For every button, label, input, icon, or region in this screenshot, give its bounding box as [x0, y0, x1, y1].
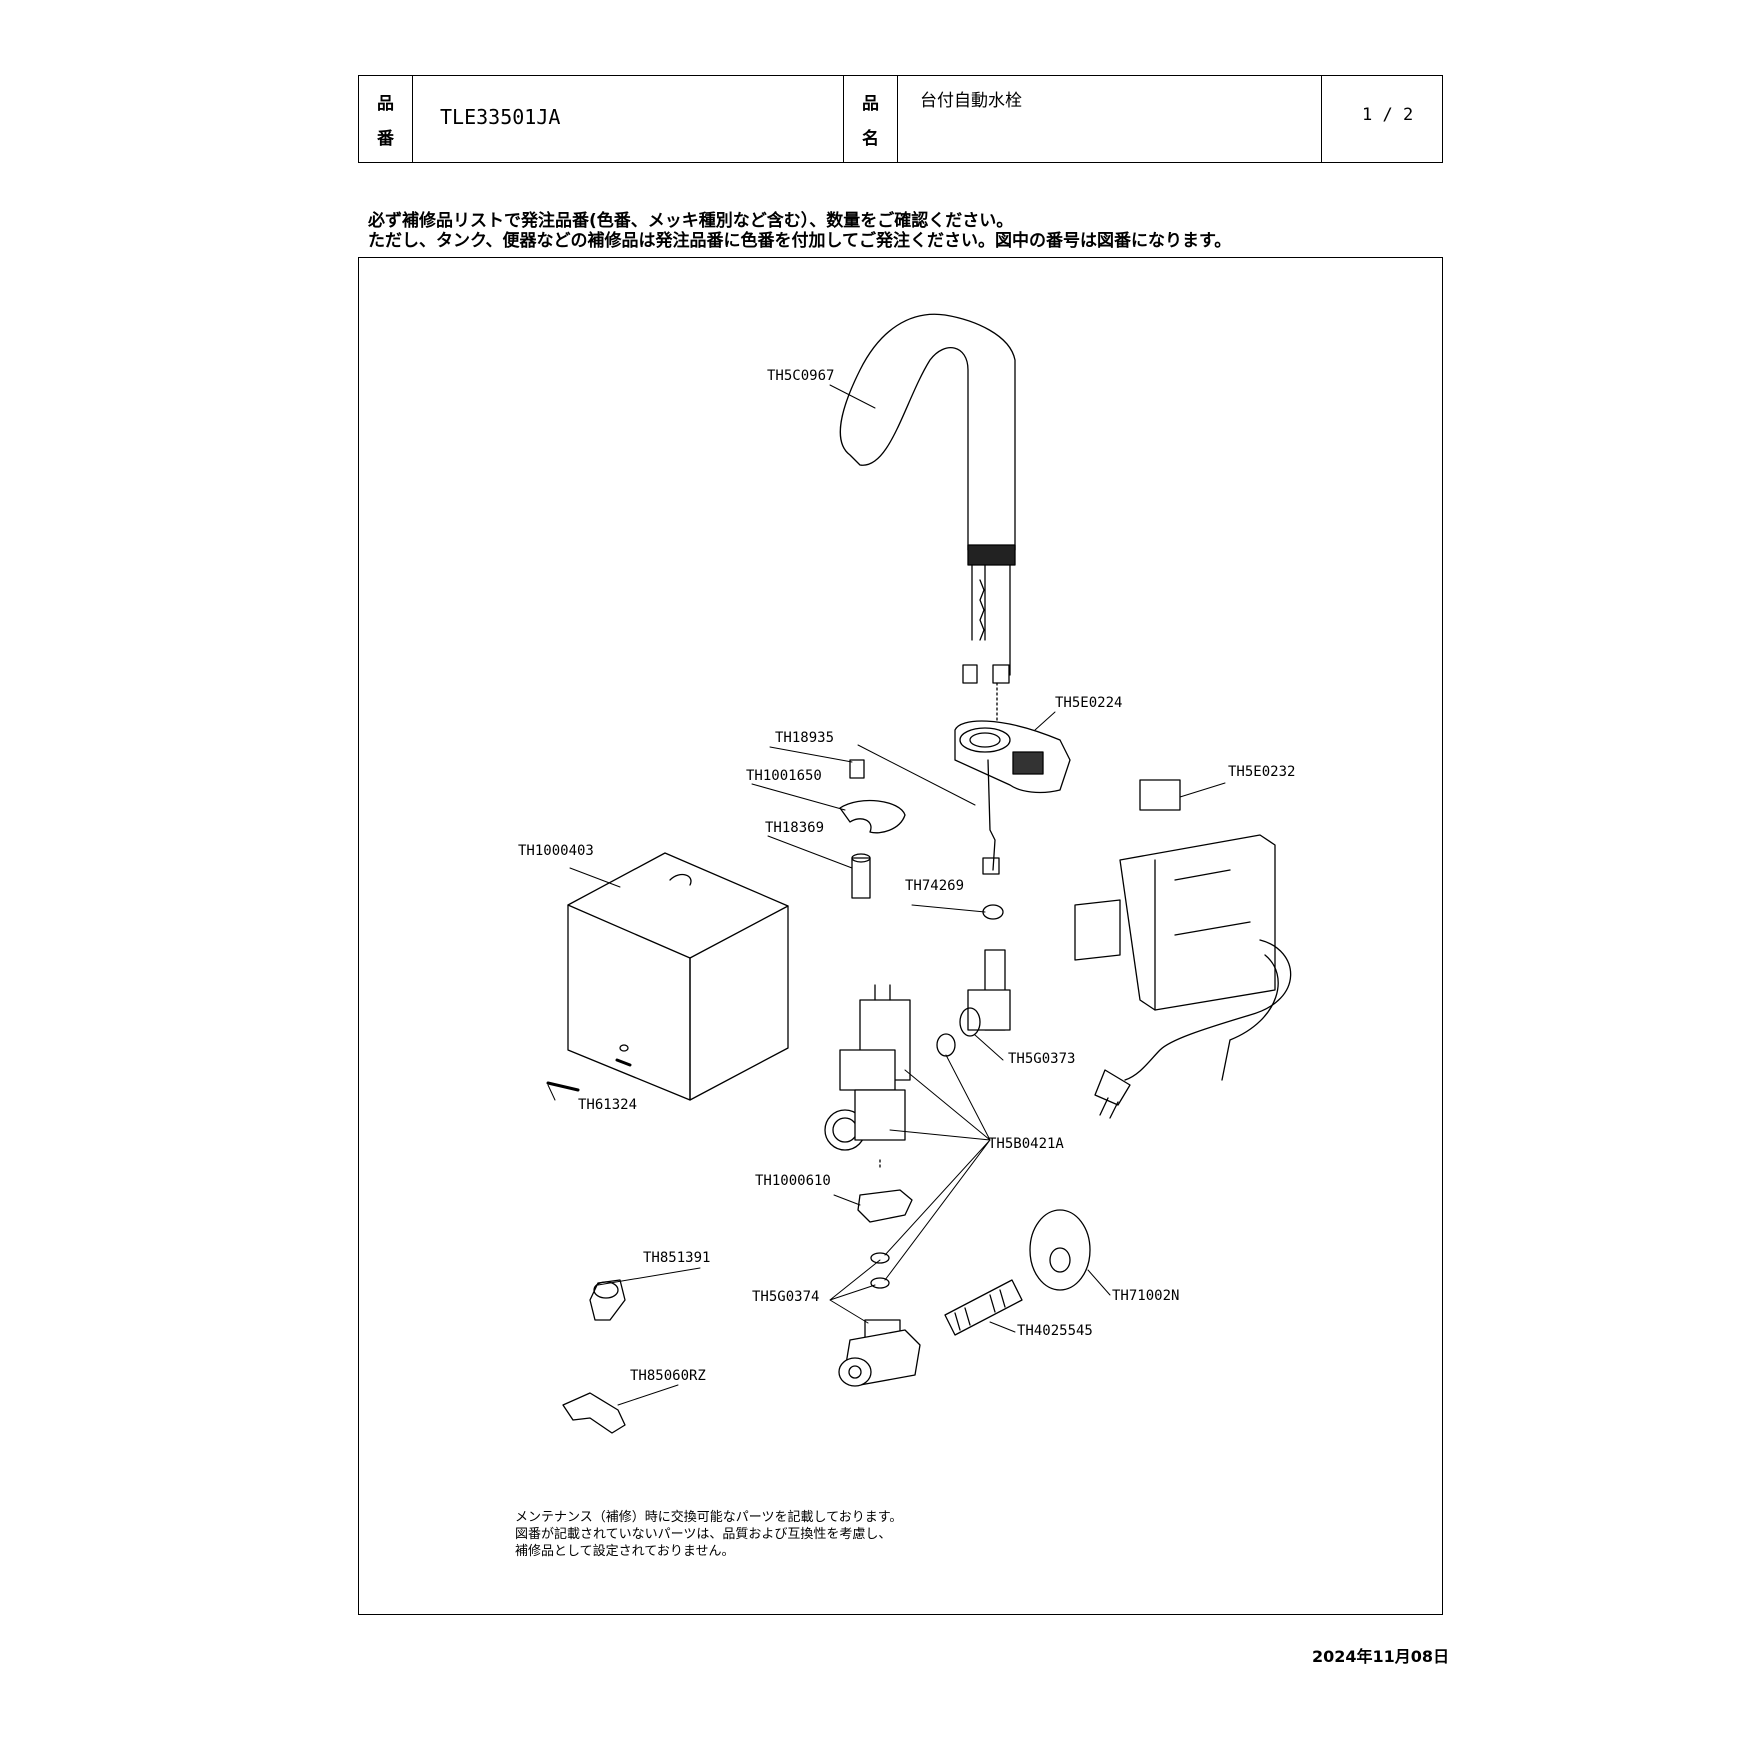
controller-unit-drawing — [1074, 779, 1292, 1119]
page-cell: 1 / 2 — [1322, 76, 1442, 162]
part-number-label: 品 番 — [359, 76, 413, 162]
footnote-line-1: メンテナンス（補修）時に交換可能なパーツを記載しております。 — [515, 1510, 903, 1525]
page-number: 1 / 2 — [1362, 105, 1414, 125]
label-th1001650: TH1001650 — [746, 768, 822, 784]
label-th18935: TH18935 — [775, 730, 834, 746]
product-name: 台付自動水栓 — [920, 91, 1022, 111]
pipe-nipple-drawing — [944, 1279, 1023, 1336]
label-char: 品 — [377, 94, 394, 114]
label-th18369: TH18369 — [765, 820, 824, 836]
small-bushing-drawing — [849, 744, 976, 806]
label-char: 名 — [862, 129, 879, 149]
product-name-cell: 台付自動水栓 — [898, 76, 1322, 162]
leader-lines — [547, 384, 1226, 1406]
o-rings-drawing — [870, 1252, 890, 1289]
part-number: TLE33501JA — [440, 105, 561, 129]
label-th851391: TH851391 — [643, 1250, 710, 1266]
label-th71002n: TH71002N — [1112, 1288, 1179, 1304]
label-char: 番 — [377, 129, 394, 149]
part-labels: TH5C0967 TH5E0224 TH18935 TH1001650 TH18… — [518, 368, 1295, 1384]
faucet-spout-drawing — [839, 313, 1016, 721]
issue-date: 2024年11月08日 — [1312, 1647, 1450, 1666]
label-th1000610: TH1000610 — [755, 1173, 831, 1189]
ring-drawing — [982, 904, 1004, 920]
screw-drawing — [546, 1081, 580, 1092]
label-th5e0224: TH5E0224 — [1055, 695, 1122, 711]
cover-box-drawing — [567, 852, 789, 1101]
elbow-fitting-drawing — [936, 949, 1011, 1057]
label-th1000403: TH1000403 — [518, 843, 594, 859]
key-drawing — [562, 1392, 626, 1434]
stop-valve-drawing — [838, 1319, 921, 1387]
clip-drawing — [857, 1189, 913, 1223]
maintenance-footnote: メンテナンス（補修）時に交換可能なパーツを記載しております。 図番が記載されてい… — [515, 1509, 902, 1560]
part-number-cell: TLE33501JA — [413, 76, 844, 162]
footnote-line-2: 図番が記載されていないパーツは、品質および互換性を考慮し、 — [515, 1527, 892, 1542]
label-th4025545: TH4025545 — [1017, 1323, 1093, 1339]
label-th5c0967: TH5C0967 — [767, 368, 834, 384]
label-th85060rz: TH85060RZ — [630, 1368, 706, 1384]
label-th5b0421a: TH5B0421A — [988, 1136, 1064, 1152]
label-th61324: TH61324 — [578, 1097, 637, 1113]
label-th74269: TH74269 — [905, 878, 964, 894]
notice-line-1: 必ず補修品リストで発注品番(色番、メッキ種別など含む）、数量をご確認ください。 — [368, 211, 1014, 231]
sensor-base-drawing — [954, 720, 1071, 875]
product-name-label: 品 名 — [844, 76, 898, 162]
order-notice: 必ず補修品リストで発注品番(色番、メッキ種別など含む）、数量をご確認ください。 … — [368, 211, 1231, 251]
title-block: 品 番 TLE33501JA 品 名 台付自動水栓 1 / 2 — [358, 75, 1443, 163]
label-th5e0232: TH5E0232 — [1228, 764, 1295, 780]
label-char: 品 — [862, 94, 879, 114]
drawing-frame — [358, 257, 1443, 1615]
label-th5g0373: TH5G0373 — [1008, 1051, 1075, 1067]
special-tool-drawing — [589, 1279, 626, 1321]
notice-line-2: ただし、タンク、便器などの補修品は発注品番に色番を付加してご発注ください。図中の… — [368, 231, 1232, 251]
crescent-plate-drawing — [839, 799, 906, 834]
footnote-line-3: 補修品として設定されておりません。 — [515, 1544, 735, 1559]
label-th5g0374: TH5G0374 — [752, 1289, 819, 1305]
solenoid-valve-drawing — [824, 984, 911, 1171]
tube-drawing — [851, 853, 871, 899]
flange-drawing — [1029, 1209, 1091, 1291]
